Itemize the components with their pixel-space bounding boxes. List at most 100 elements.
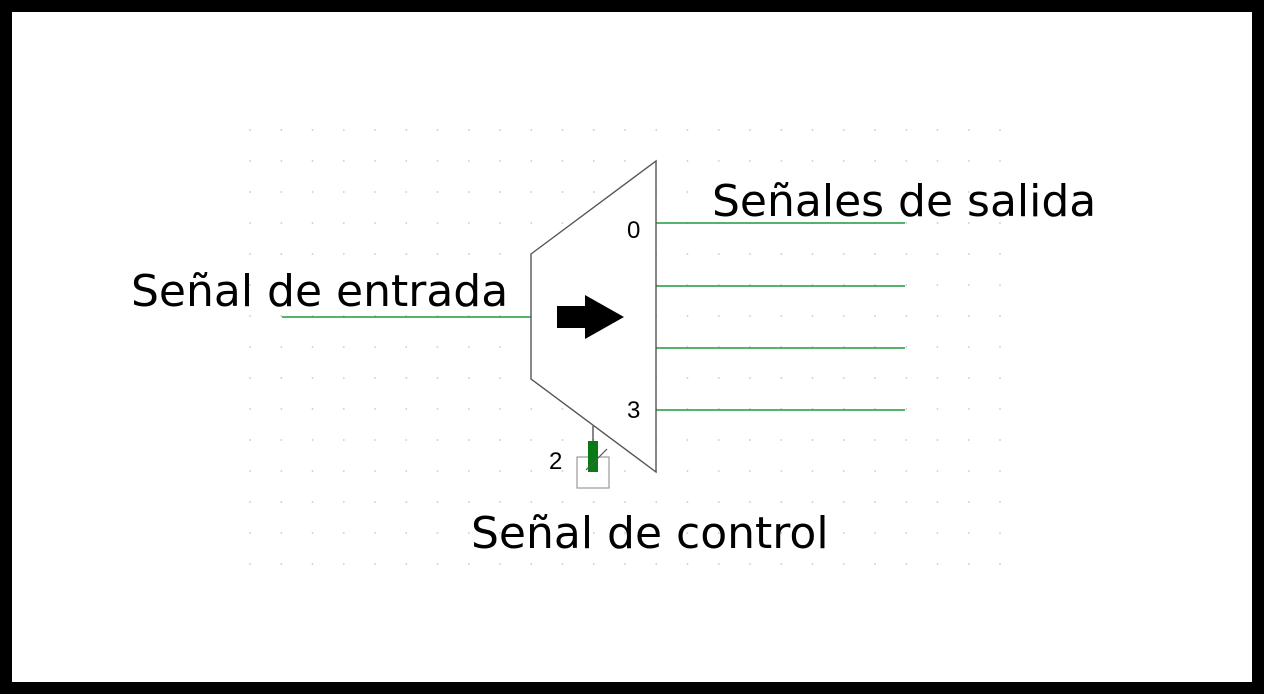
grid-dot: [342, 191, 345, 193]
grid-dot: [936, 253, 939, 255]
grid-dot: [561, 470, 564, 472]
grid-dot: [717, 253, 720, 255]
grid-dot: [405, 222, 408, 224]
grid-dot: [842, 501, 845, 503]
grid-dot: [436, 191, 439, 193]
grid-dot: [374, 532, 376, 534]
grid-dot: [280, 160, 283, 162]
grid-dot: [811, 439, 814, 441]
grid-dot: [499, 408, 501, 410]
grid-dot: [936, 563, 939, 565]
grid-dot: [280, 284, 283, 286]
grid-dot: [905, 160, 908, 162]
grid-dot: [842, 470, 845, 472]
grid-dot: [249, 439, 251, 441]
grid-dot: [999, 439, 1001, 441]
grid-dot: [530, 408, 533, 410]
grid-dot: [311, 160, 314, 162]
grid-dot: [249, 129, 251, 131]
grid-dot: [717, 377, 720, 379]
grid-dot: [342, 563, 345, 565]
grid-dot: [342, 160, 345, 162]
grid-dot: [874, 470, 876, 472]
grid-dot: [717, 439, 720, 441]
grid-dot: [311, 346, 314, 348]
grid-dot: [280, 315, 283, 317]
grid-dot: [530, 129, 533, 131]
grid-dot: [842, 315, 845, 317]
grid-dot: [374, 377, 376, 379]
output-pin-3-label: 3: [627, 397, 641, 424]
grid-dot: [842, 160, 845, 162]
grid-dot: [905, 439, 908, 441]
grid-dot: [749, 377, 751, 379]
grid-dot: [967, 222, 970, 224]
grid-dot: [405, 253, 408, 255]
grid-dot: [249, 532, 251, 534]
grid-dot: [436, 253, 439, 255]
grid-dot: [280, 346, 283, 348]
grid-dot: [749, 532, 751, 534]
grid-dot: [874, 315, 876, 317]
grid-dot: [280, 408, 283, 410]
grid-dot: [686, 563, 689, 565]
grid-dot: [342, 532, 345, 534]
grid-dot: [686, 439, 689, 441]
grid-dot: [592, 563, 595, 565]
grid-dot: [342, 129, 345, 131]
grid-dot: [374, 284, 376, 286]
grid-dot: [280, 501, 283, 503]
grid-dot: [811, 470, 814, 472]
grid-dot: [717, 532, 720, 534]
grid-dot: [686, 191, 689, 193]
grid-dot: [280, 222, 283, 224]
grid-dot: [530, 222, 533, 224]
grid-dot: [249, 501, 251, 503]
grid-dot: [842, 377, 845, 379]
grid-dot: [780, 439, 783, 441]
grid-dot: [749, 563, 751, 565]
grid-dot: [436, 532, 439, 534]
grid-dot: [405, 532, 408, 534]
grid-dot: [467, 129, 470, 131]
grid-dot: [999, 470, 1001, 472]
grid-dot: [374, 408, 376, 410]
dot-grid: [249, 129, 1001, 565]
grid-dot: [342, 284, 345, 286]
grid-dot: [842, 253, 845, 255]
grid-dot: [592, 501, 595, 503]
grid-dot: [905, 315, 908, 317]
grid-dot: [530, 532, 533, 534]
grid-dot: [374, 439, 376, 441]
grid-dot: [905, 191, 908, 193]
grid-dot: [561, 160, 564, 162]
grid-dot: [592, 129, 595, 131]
grid-dot: [967, 346, 970, 348]
grid-dot: [530, 470, 533, 472]
grid-dot: [530, 191, 533, 193]
grid-dot: [967, 501, 970, 503]
grid-dot: [967, 160, 970, 162]
grid-dot: [874, 160, 876, 162]
grid-dot: [811, 377, 814, 379]
grid-dot: [530, 160, 533, 162]
grid-dot: [999, 532, 1001, 534]
grid-dot: [249, 160, 251, 162]
grid-dot: [530, 439, 533, 441]
grid-dot: [467, 191, 470, 193]
grid-dot: [467, 563, 470, 565]
grid-dot: [342, 377, 345, 379]
grid-dot: [936, 439, 939, 441]
grid-dot: [936, 470, 939, 472]
grid-dot: [686, 160, 689, 162]
grid-dot: [592, 191, 595, 193]
grid-dot: [624, 501, 626, 503]
grid-dot: [905, 253, 908, 255]
grid-dot: [342, 253, 345, 255]
grid-dot: [561, 191, 564, 193]
input-signal-label: Señal de entrada: [131, 266, 509, 317]
demux-diagram: [249, 129, 1001, 565]
grid-dot: [405, 501, 408, 503]
grid-dot: [624, 129, 626, 131]
